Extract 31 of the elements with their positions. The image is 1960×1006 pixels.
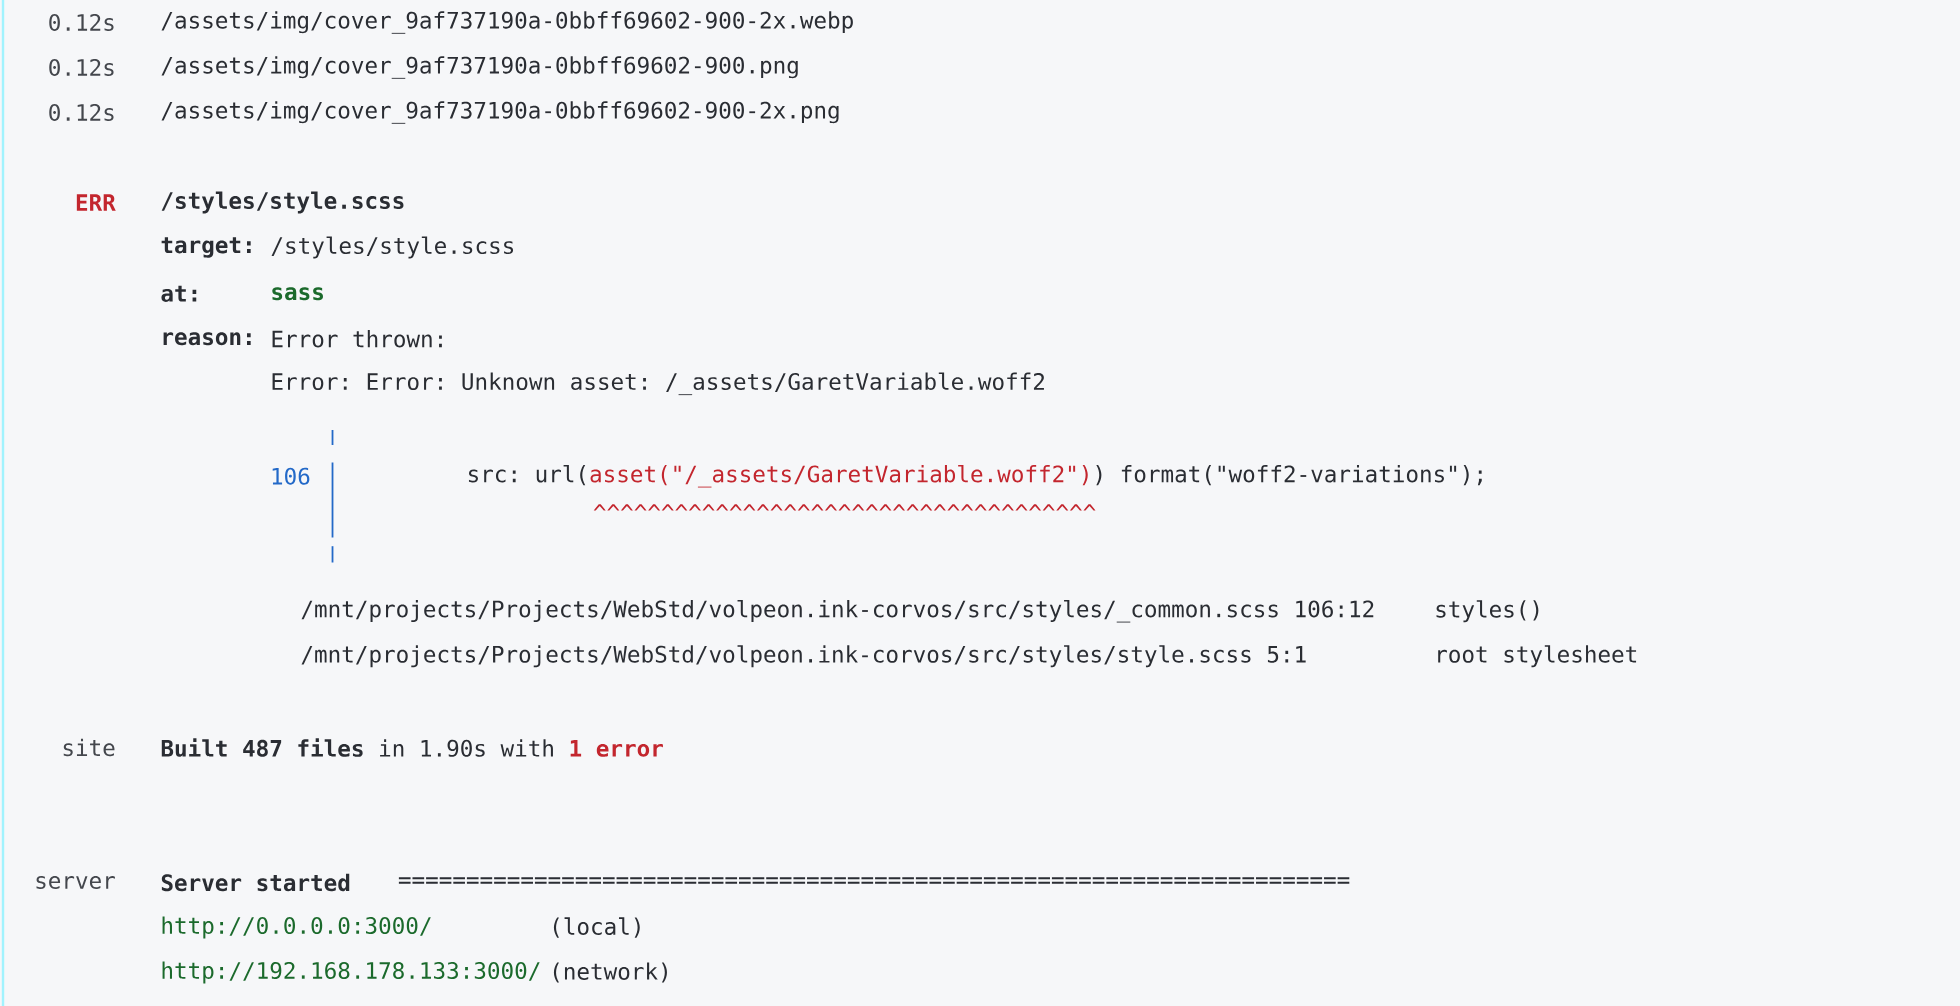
file-path: /assets/img/cover_9af737190a-0bbff69602-900-2x.webp	[161, 11, 853, 34]
duration-text: 0.12s	[49, 104, 114, 122]
duration-text: 0.12s	[49, 13, 114, 32]
line-number: 106	[272, 467, 310, 485]
source-tag: server	[36, 876, 115, 889]
file-path: /assets/img/cover_9af737190a-0bbff69602-900-2x.png	[161, 101, 839, 124]
field-key: reason:	[163, 332, 251, 346]
separator-text: ======================================================================	[398, 877, 1350, 884]
field-value: sass	[272, 287, 323, 301]
url-note: (network)	[553, 962, 667, 983]
stack-trace-function: root stylesheet	[1438, 645, 1637, 668]
stack-trace-function: styles()	[1436, 600, 1539, 623]
error-message: Error: Error: Unknown asset: /_assets/GaretVariable.woff2	[272, 372, 1044, 396]
file-path: /assets/img/cover_9af737190a-0bbff69602-900.png	[161, 56, 798, 79]
url-note: (local)	[553, 917, 640, 938]
stack-trace-path: /mnt/projects/Projects/WebStd/volpeon.ink-corvos/src/styles/_common.scss 106:12	[301, 599, 1374, 623]
stack-trace-path: /mnt/projects/Projects/WebStd/volpeon.ink-corvos/src/styles/style.scss 5:1	[301, 645, 1306, 668]
field-key: at:	[161, 285, 197, 302]
error-tag: ERR	[76, 194, 116, 211]
field-key: target:	[161, 237, 251, 258]
field-value: Error thrown:	[272, 330, 442, 348]
status-message: Server started	[161, 873, 350, 892]
url-link: http://192.168.178.133:3000/	[162, 961, 540, 984]
file-path: /styles/style.scss	[161, 191, 404, 214]
error-underline: ^^^^^^^^^^^^^^^^^^^^^^^^^^^^^^^^^^^^^	[593, 504, 1096, 511]
status-message: Built 487 files in 1.90s with 1 error	[161, 738, 663, 757]
url-link: http://0.0.0.0:3000/	[162, 916, 431, 939]
duration-text: 0.12s	[49, 58, 114, 77]
source-tag: site	[63, 738, 115, 757]
field-value: /styles/style.scss	[271, 236, 514, 259]
code-line: src: url( asset("/_assets/GaretVariable.woff2") ) format("woff2-variations");	[468, 464, 1482, 488]
